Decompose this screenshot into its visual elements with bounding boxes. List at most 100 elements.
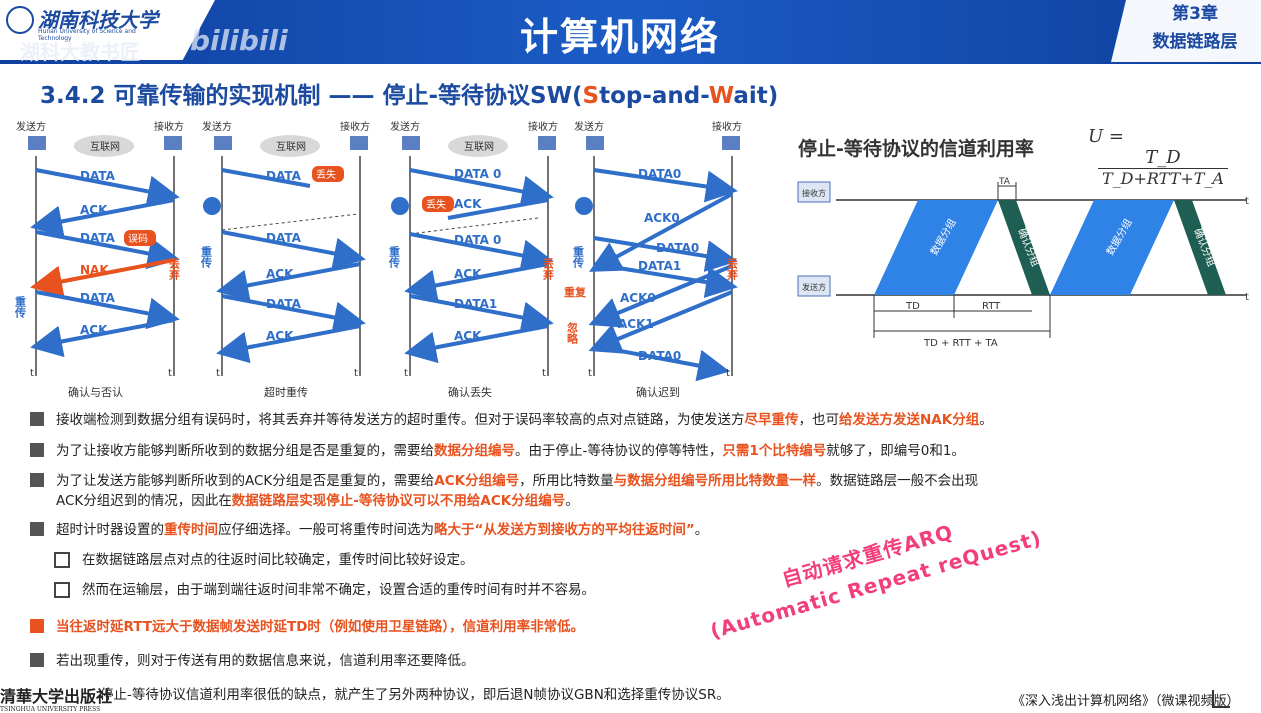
bullet-text: 停止-等待协议信道利用率很低的缺点，就产生了另外两种协议，即后退N帧协议GBN和… (100, 685, 730, 705)
plain-text: 停止-等待协议信道利用率很低的缺点，就产生了另外两种协议，即后退N帧协议GBN和… (100, 687, 730, 703)
sender-label: 发送方 (16, 120, 46, 133)
resend-label: 重传 (572, 245, 586, 269)
pc-icon (722, 136, 740, 150)
plain-text: 应仔细选择。一般可将重传时间选为 (218, 522, 434, 538)
data-arrow (593, 262, 738, 298)
lost-tag-label: 丢失 (316, 168, 336, 181)
chapter-box: 第3章 数据链路层 (1111, 0, 1261, 62)
msg-label: DATA0 (638, 349, 681, 363)
plain-text: 然而在运输层，由于端到端往返时间非常不确定，设置合适的重传时间有时并不容易。 (82, 582, 595, 598)
msg-label: DATA 0 (454, 233, 501, 247)
plain-text: 。 (565, 493, 579, 509)
time-label: t (168, 368, 172, 379)
timeout-line (409, 217, 539, 235)
utilization-formula: U = T_D T_D+RTT+T_A (1088, 126, 1261, 188)
resend-label: 重传 (14, 295, 28, 319)
bullet-text: 然而在运输层，由于端到端往返时间非常不确定，设置合适的重传时间有时并不容易。 (82, 580, 595, 600)
bullet-text: 当往返时延RTT远大于数据帧发送时延TD时（例如使用卫星链路），信道利用率非常低… (56, 617, 584, 637)
receiver-label: 接收方 (340, 120, 370, 133)
discard-label: 丢弃 (168, 257, 182, 281)
msg-label: NAK (80, 263, 109, 277)
ack-arrow (588, 264, 733, 328)
school-name-en: Hunan University of Science and Technolo… (38, 28, 136, 42)
bilibili-watermark: bilibili (190, 24, 288, 57)
resend-label: 重传 (200, 245, 214, 269)
diagram-caption: 超时重传 (264, 385, 308, 399)
data-arrow (221, 294, 366, 334)
checkbox-icon (54, 552, 70, 568)
highlight-text: 尽早重传 (744, 412, 799, 428)
msg-label: DATA1 (638, 259, 681, 273)
bullet-item: 接收端检测到数据分组有误码时，将其丢弃并等待发送方的超时重传。但对于误码率较高的… (30, 410, 993, 430)
highlight-text: 略大于 (434, 522, 475, 538)
msg-label: ACK1 (618, 317, 654, 331)
chapter-name: 数据链路层 (1152, 32, 1238, 52)
pc-icon (538, 136, 556, 150)
ignore-label: 忽略 (566, 321, 579, 345)
sender-pc-icon (797, 275, 831, 297)
msg-label: DATA (80, 169, 116, 183)
msg-label: ACK (80, 203, 108, 217)
sender-label: 发送方 (390, 120, 420, 133)
corner-mark-icon (1212, 690, 1230, 708)
msg-label: DATA0 (656, 241, 699, 255)
plain-text: 为了让接收方能够判断所收到的数据分组是否是重复的，需要给 (56, 443, 434, 459)
publisher-name: 清華大学出版社 (0, 687, 113, 706)
bullet-item: 为了让接收方能够判断所收到的数据分组是否是重复的，需要给数据分组编号。由于停止-… (30, 441, 965, 461)
msg-label: ACK (266, 329, 294, 343)
utilization-title: 停止-等待协议的信道利用率 (798, 138, 1034, 160)
msg-label: DATA1 (454, 297, 497, 311)
receiver-label: 接收方 (802, 188, 826, 198)
bullet-text: 在数据链路层点对点的往返时间比较确定，重传时间比较好设定。 (82, 550, 474, 570)
data-arrow (593, 344, 730, 382)
plain-text: 。 (694, 522, 709, 538)
msg-label: DATA0 (638, 167, 681, 181)
error-tag-label: 误码 (128, 233, 148, 245)
section-title: 3.4.2 可靠传输的实现机制 —— 停止-等待协议SW(Stop-and-Wa… (40, 83, 779, 109)
data-arrow (593, 168, 738, 203)
diagram-caption: 确认丢失 (448, 386, 492, 399)
msg-label: ACK (454, 197, 482, 211)
msg-label: DATA 0 (454, 167, 501, 181)
plain-text: 。由于停止-等待协议的停等特性， (515, 443, 723, 459)
data-frame (874, 200, 998, 295)
diagram-ack-nak: 发送方 接收方 互联网 DATA ACK DATA NAK DATA ACK 误… (14, 114, 194, 408)
ack-frame (1174, 200, 1226, 295)
bullet-square (30, 522, 44, 536)
duplicate-label: 重复 (564, 285, 587, 299)
timer-icon (203, 197, 221, 215)
sender-label: 发送方 (202, 120, 232, 133)
pc-icon (164, 136, 182, 150)
bullet-item: 当往返时延RTT远大于数据帧发送时延TD时（例如使用卫星链路），信道利用率非常低… (30, 617, 584, 637)
bullet-text: 为了让接收方能够判断所收到的数据分组是否是重复的，需要给数据分组编号。由于停止-… (56, 441, 965, 461)
receiver-pc-icon (797, 181, 831, 203)
highlight-text: 重传时间 (164, 522, 218, 538)
bullet-text: ACK分组迟到的情况，因此在数据链路层实现停止-等待协议可以不用给ACK分组编号… (56, 491, 579, 511)
msg-label: DATA (80, 231, 116, 245)
data-arrow (35, 290, 180, 330)
bullet-square (30, 619, 44, 633)
diagram-ack-lost: 发送方 接收方 互联网 DATA 0 ACK DATA 0 ACK DATA1 … (388, 114, 568, 408)
time-label: t (404, 368, 408, 379)
ack-arrow (216, 324, 361, 364)
time-label: t (542, 368, 546, 379)
data-arrow (35, 230, 180, 270)
time-label: t (30, 368, 34, 379)
timer-icon (391, 197, 409, 215)
ack-arrow (30, 198, 175, 238)
nak-arrow (30, 258, 175, 298)
cloud-icon (260, 135, 320, 157)
time-label: t (588, 368, 592, 379)
receiver-label: 接收方 (528, 120, 558, 133)
university-logo: 湖南科技大学 Hunan University of Science and T… (0, 0, 215, 60)
sub-bullet-item: 在数据链路层点对点的往返时间比较确定，重传时间比较好设定。 (54, 550, 474, 570)
time-label: t (354, 368, 358, 379)
cloud-label: 互联网 (276, 141, 306, 153)
time-label: t (1245, 292, 1249, 303)
pc-icon (350, 136, 368, 150)
resend-label: 重传 (388, 245, 402, 269)
data-arrow (35, 168, 180, 208)
plain-text: 。 (979, 412, 993, 428)
publisher-logo: 清華大学出版社 TSINGHUA UNIVERSITY PRESS (0, 683, 112, 713)
bullet-square (30, 473, 44, 487)
